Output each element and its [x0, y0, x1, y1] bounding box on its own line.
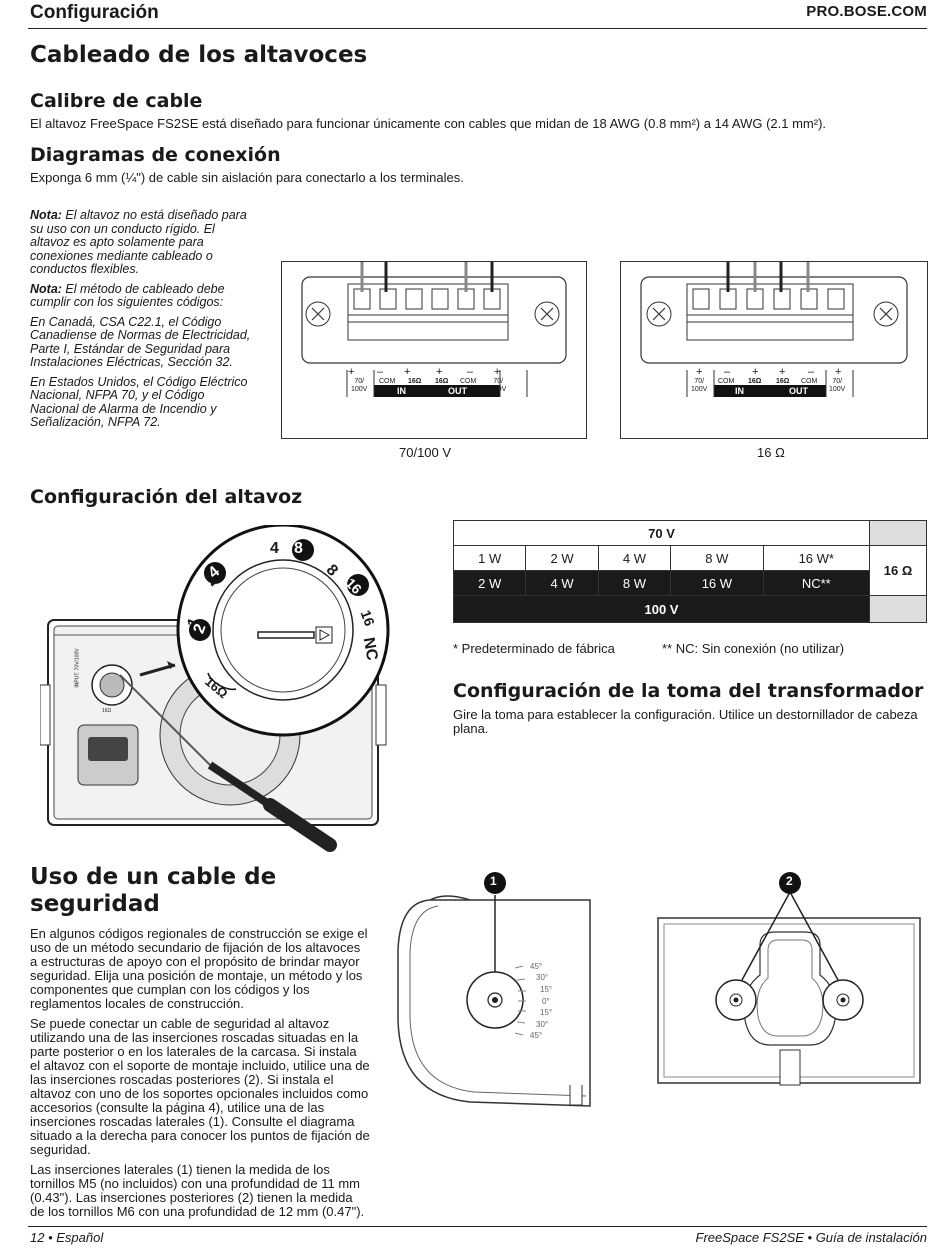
term2-plus-4: + [835, 366, 842, 378]
cell-70-3: 8 W [670, 545, 764, 571]
term-plus-4: + [494, 366, 501, 378]
term-label-16-out: 16Ω [435, 378, 449, 385]
tap-dial-illustration [40, 525, 390, 852]
term2-label-70-100v-right: 70/100V [829, 378, 846, 393]
angle-label-45-top: 45° [530, 962, 543, 971]
safety-body: En algunos códigos regionales de constru… [30, 927, 370, 1225]
term2-plus-1: + [696, 366, 703, 378]
header-divider [28, 28, 927, 29]
gauge-heading: Calibre de cable [30, 90, 203, 112]
note-2-label: Nota: [30, 281, 62, 296]
diagram-1-caption: 70/100 V [399, 445, 452, 460]
term-plus-3: + [436, 366, 443, 378]
note-1-label: Nota: [30, 208, 62, 222]
term-label-70-100v-right: 70/100V [490, 378, 507, 393]
angle-label-30-bottom: 30° [536, 1020, 549, 1029]
term-label-com-out: COM [460, 378, 477, 385]
site-url[interactable]: PRO.BOSE.COM [806, 3, 927, 20]
cell-16-ohm: 16 Ω [869, 545, 927, 596]
footer-page-number: 12 • Español [30, 1230, 104, 1245]
gauge-text: El altavoz FreeSpace FS2SE está diseñado… [30, 116, 827, 131]
tap-settings-table: 70 V 1 W 2 W 4 W 8 W 16 W* 16 Ω 2 W 4 W … [452, 520, 927, 623]
angle-label-15-bottom: 15° [540, 1008, 553, 1017]
term2-label-com-out: COM [801, 378, 818, 385]
terminal-block-diagram-2 [640, 262, 908, 397]
cell-70-0: 1 W [452, 545, 527, 571]
empty-cell-top [869, 520, 927, 546]
page-section-title: Configuración [30, 2, 159, 23]
wiring-diagram-70-100v: + – + + – + 70/100V COM 16Ω 16Ω COM 70/1… [281, 261, 587, 439]
term2-minus-1: – [724, 366, 731, 378]
footer-divider [28, 1226, 927, 1227]
term-minus-2: – [467, 366, 474, 378]
speaker-back-view [657, 872, 921, 1086]
cell-100-1: 4 W [525, 570, 599, 596]
term-label-16-in: 16Ω [408, 378, 422, 385]
terminal-block-diagram-1 [301, 262, 567, 397]
dial-label-nc: NC [359, 636, 381, 662]
safety-paragraph-3: Las inserciones laterales (1) tienen la … [30, 1162, 365, 1219]
note-1-text: El altavoz no está diseñado para su uso … [30, 208, 247, 276]
cell-70-2: 4 W [597, 545, 672, 571]
term2-plus-2: + [752, 366, 759, 378]
safety-paragraph-2: Se puede conectar un cable de seguridad … [30, 1016, 370, 1157]
term2-label-16-out: 16Ω [776, 378, 790, 385]
diagrams-text: Exponga 6 mm (¼") de cable sin aislación… [30, 170, 464, 185]
diagram-2-caption: 16 Ω [757, 445, 785, 460]
term2-plus-3: + [779, 366, 786, 378]
term-label-70-100v-left: 70/100V [351, 378, 368, 393]
wiring-notes: Nota: El altavoz no está diseñado para s… [30, 208, 255, 436]
note-canada: En Canadá, CSA C22.1, el Código Canadien… [30, 314, 251, 369]
small-dial-16-label: 16Ω [102, 708, 112, 714]
footnote-factory-default: * Predeterminado de fábrica [453, 641, 615, 656]
empty-cell-bottom [869, 595, 927, 623]
footer-product-guide: FreeSpace FS2SE • Guía de instalación [695, 1230, 927, 1245]
footer-100v: 100 V [453, 595, 870, 623]
term2-minus-2: – [808, 366, 815, 378]
tap-config-text: Gire la toma para establecer la configur… [453, 707, 918, 736]
term2-label-70-100v-left: 70/100V [691, 378, 708, 393]
tap-config-heading: Configuración de la toma del transformad… [453, 680, 924, 702]
angle-label-0: 0° [542, 997, 550, 1006]
out-label: OUT [448, 386, 467, 396]
safety-paragraph-1: En algunos códigos regionales de constru… [30, 926, 368, 1011]
dial-label-4: 4 [270, 540, 279, 557]
note-usa: En Estados Unidos, el Código Eléctrico N… [30, 374, 248, 429]
cell-100-3: 16 W [670, 570, 764, 596]
callout-1-label: 1 [490, 874, 497, 888]
footnote-nc: ** NC: Sin conexión (no utilizar) [662, 641, 845, 656]
note-1: Nota: El altavoz no está diseñado para s… [30, 208, 255, 277]
angle-label-30-top: 30° [536, 973, 549, 982]
term2-label-16-in: 16Ω [748, 378, 762, 385]
angle-label-45-bottom: 45° [530, 1031, 543, 1040]
term-plus-2: + [404, 366, 411, 378]
term-label-com-in: COM [379, 378, 396, 385]
cell-100-2: 8 W [597, 570, 672, 596]
cell-100-4: NC** [762, 570, 871, 596]
header-70v: 70 V [453, 520, 870, 546]
term2-label-com-in: COM [718, 378, 735, 385]
angle-label-15-top: 15° [540, 985, 553, 994]
small-dial-input-label: INPUT: 70V/100V [74, 648, 81, 688]
speaker-side-view [397, 872, 591, 1107]
term-plus-1: + [348, 366, 355, 378]
cell-70-4: 16 W* [762, 545, 871, 571]
out-label-2: OUT [789, 386, 808, 396]
speaker-config-heading: Configuración del altavoz [30, 486, 303, 508]
in-label: IN [397, 386, 406, 396]
cell-70-1: 2 W [525, 545, 599, 571]
cell-100-0: 2 W [452, 570, 527, 596]
term-minus-1: – [377, 366, 384, 378]
note-2: Nota: El método de cableado debe cumplir… [30, 281, 255, 310]
cabling-heading: Cableado de los altavoces [30, 42, 368, 68]
callout-2-label: 2 [786, 874, 793, 888]
wiring-diagram-16-ohm: + – + + – + 70/100V COM 16Ω 16Ω COM 70/1… [620, 261, 928, 439]
note-2-text: El método de cableado debe cumplir con l… [30, 281, 225, 309]
dial-label-8-inv: 8 [294, 540, 303, 557]
in-label-2: IN [735, 386, 744, 396]
diagrams-heading: Diagramas de conexión [30, 144, 281, 166]
